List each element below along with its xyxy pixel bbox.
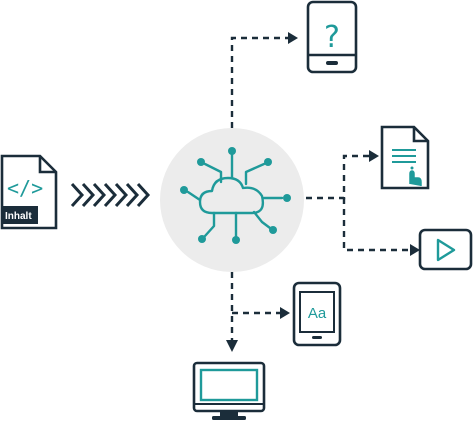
code-glyph: </>	[7, 176, 43, 200]
file-label-bg	[2, 206, 38, 224]
tablet-question-icon: ?	[306, 0, 358, 74]
cloud-network-icon	[160, 128, 304, 272]
connector-to-ereader-desktop	[226, 272, 290, 352]
connector-to-tablet	[230, 32, 298, 128]
document-touch-icon	[380, 125, 430, 190]
tablet-font-icon: Aa	[292, 281, 342, 347]
desktop-monitor-icon	[192, 361, 266, 420]
code-file-icon: </> Inhalt	[0, 154, 58, 230]
connector-to-document-video	[306, 150, 420, 256]
video-play-icon	[418, 228, 473, 271]
font-label: Aa	[308, 305, 327, 322]
file-label: Inhalt	[5, 211, 32, 222]
question-glyph: ?	[324, 20, 340, 55]
chevron-arrows-icon	[70, 182, 151, 208]
